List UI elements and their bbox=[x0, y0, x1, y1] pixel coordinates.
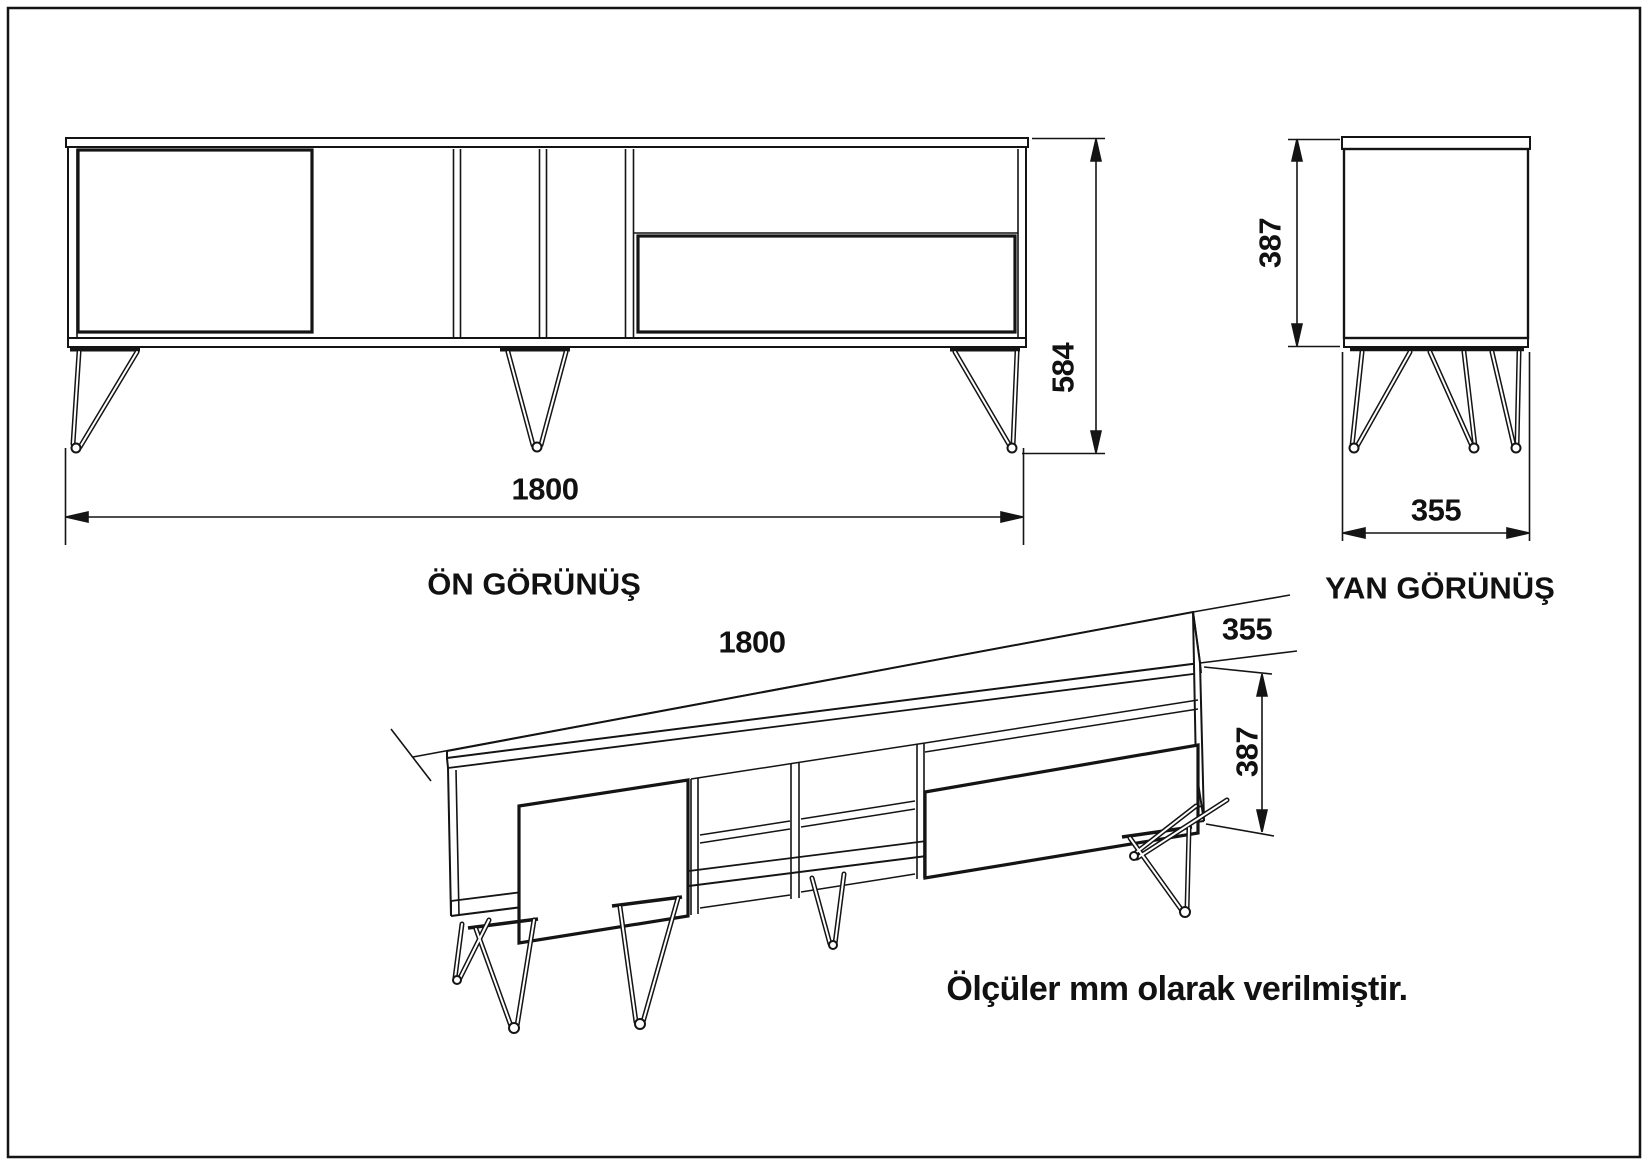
front-drawer-panel bbox=[636, 234, 1017, 334]
perspective-depth-dimension-lines bbox=[1192, 594, 1298, 664]
perspective-height-dimension-value: 387 bbox=[1229, 726, 1265, 778]
side-height-dimension-lines bbox=[1288, 138, 1340, 348]
page-border bbox=[6, 6, 1642, 1159]
perspective-width-dimension-value: 1800 bbox=[718, 624, 786, 660]
front-view-drawing bbox=[64, 137, 1105, 545]
perspective-view-drawing bbox=[390, 594, 1298, 1034]
perspective-drawer-panel bbox=[923, 743, 1200, 880]
perspective-height-dimension-lines bbox=[1203, 666, 1275, 837]
front-height-dimension-value: 584 bbox=[1045, 342, 1081, 394]
side-depth-dimension-lines bbox=[1341, 352, 1531, 541]
front-height-dimension-lines bbox=[1022, 137, 1105, 455]
side-hairpin-legs bbox=[1348, 349, 1522, 454]
units-note: Ölçüler mm olarak verilmiştir. bbox=[946, 970, 1408, 1008]
side-view-label: YAN GÖRÜNÜŞ bbox=[1325, 570, 1555, 606]
perspective-width-dimension-lines bbox=[390, 611, 1194, 782]
perspective-depth-dimension-value: 355 bbox=[1221, 611, 1273, 647]
front-width-dimension-lines bbox=[64, 448, 1025, 545]
perspective-hairpin-legs bbox=[452, 797, 1230, 1034]
side-height-dimension-value: 387 bbox=[1252, 217, 1288, 269]
side-view-drawing bbox=[1288, 136, 1531, 541]
perspective-door-panel bbox=[517, 778, 690, 945]
side-depth-dimension-value: 355 bbox=[1410, 492, 1462, 528]
front-hairpin-legs bbox=[70, 349, 1020, 454]
front-width-dimension-value: 1800 bbox=[511, 471, 579, 507]
front-door-panel bbox=[76, 148, 314, 334]
front-view-label: ÖN GÖRÜNÜŞ bbox=[427, 566, 641, 602]
